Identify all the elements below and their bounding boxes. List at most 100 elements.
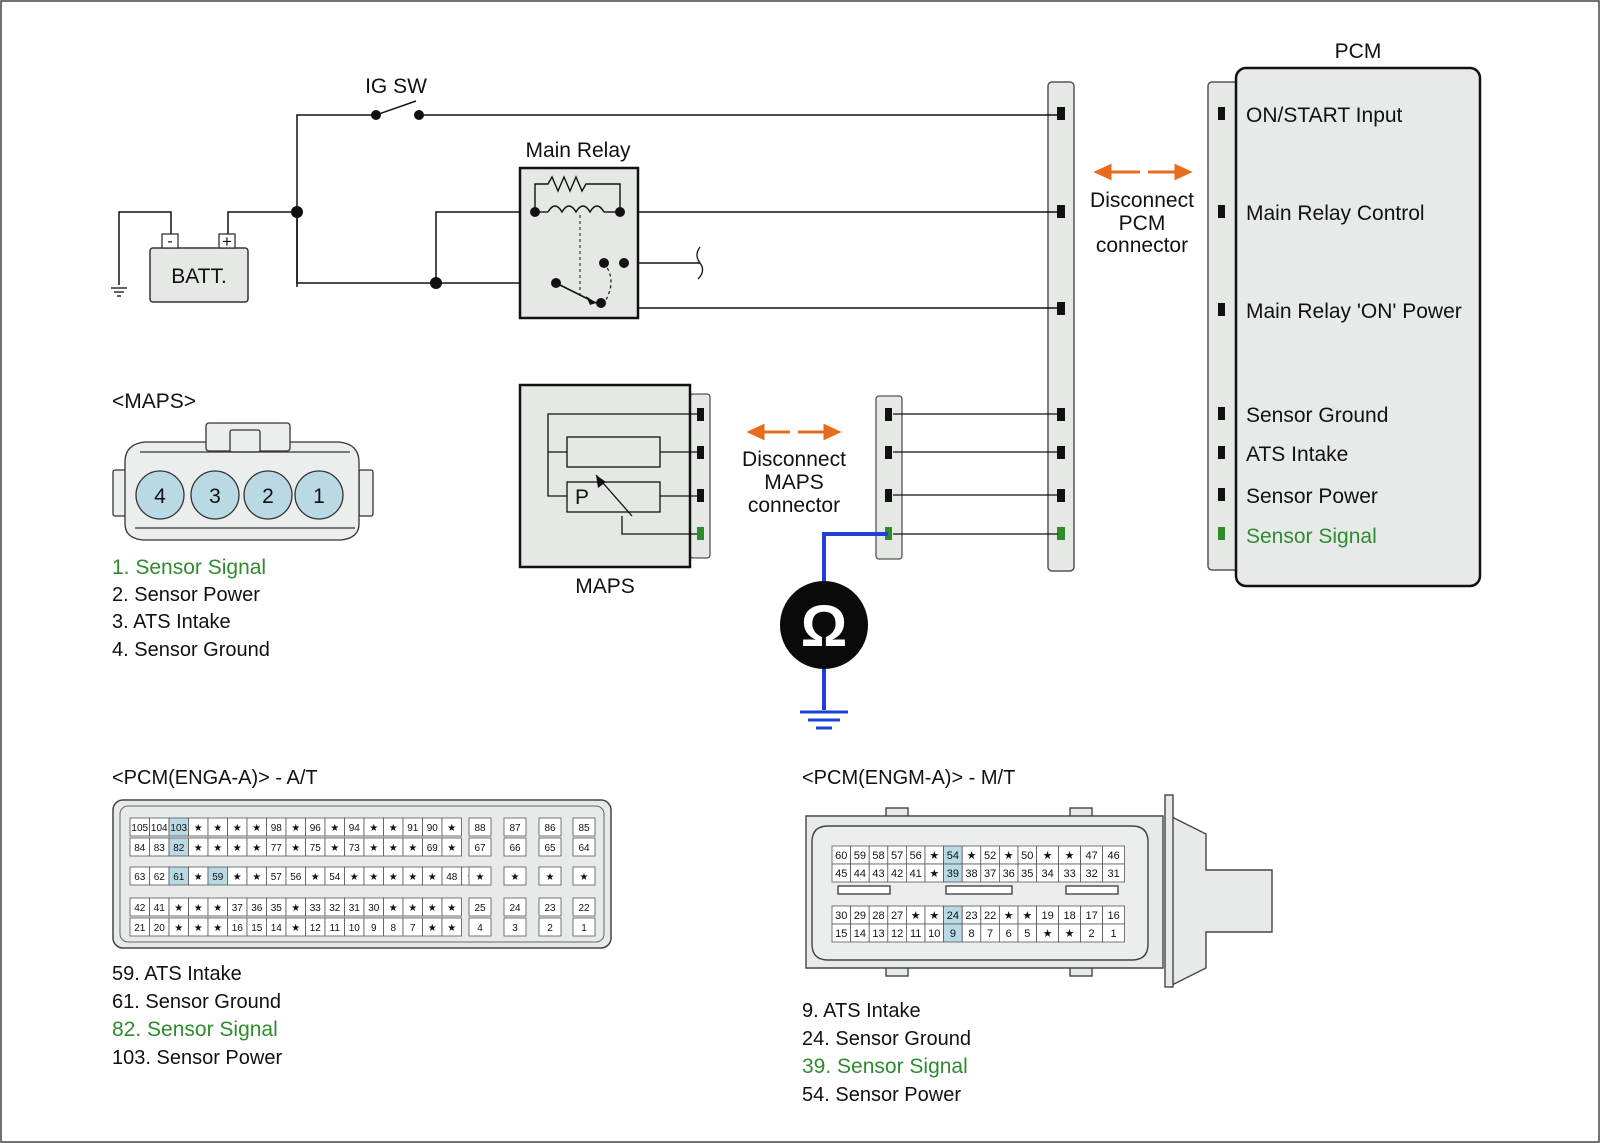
- junction-dot: [430, 277, 442, 289]
- connector-pin-number: 59: [212, 872, 224, 883]
- maps-harness-pin: [885, 408, 892, 421]
- connector-pin-number: 29: [854, 910, 866, 922]
- maps-sensor-label: MAPS: [575, 575, 635, 598]
- connector-pin-number: ★: [408, 903, 417, 914]
- connector-pin-number: 20: [154, 923, 166, 934]
- battery-label: BATT.: [171, 265, 227, 288]
- connector-pin-number: 24: [509, 903, 521, 914]
- connector-pin-number: ★: [252, 843, 261, 854]
- connector-pin-number: ★: [194, 872, 203, 883]
- connector-pin: [503, 837, 527, 857]
- connector-pin-number: 18: [1063, 910, 1075, 922]
- pcm-pin-label-signal: Sensor Signal: [1246, 525, 1377, 548]
- main-relay-housing: [518, 166, 640, 320]
- maps-pin: [697, 408, 704, 421]
- connector-pin-number: ★: [967, 850, 977, 862]
- connector-pin-number: 22: [578, 903, 590, 914]
- connector-pin-number: ★: [911, 910, 921, 922]
- maps-harness-pin-signal: [885, 527, 892, 540]
- connector-pin-number: ★: [428, 923, 437, 934]
- connector-pin-number: ★: [389, 843, 398, 854]
- wire-batt-relay: [296, 212, 556, 284]
- maps-sensor-circuit: [547, 413, 697, 535]
- connector-pin: [503, 866, 527, 886]
- connector-pin-number: ★: [213, 903, 222, 914]
- harness-pin-signal: [1057, 527, 1065, 540]
- connector-pin-number: ★: [291, 923, 300, 934]
- connector-pin-number: 67: [474, 843, 486, 854]
- disconnect-pcm-line2: PCM: [1119, 212, 1166, 235]
- connector-pin-number: 41: [910, 868, 922, 880]
- connector-pin: [441, 837, 462, 857]
- junction-dot: [291, 206, 303, 218]
- connector-pin-number: 61: [173, 872, 185, 883]
- pcm-title: PCM: [1335, 40, 1382, 63]
- legend-item: 9. ATS Intake: [802, 1000, 921, 1022]
- connector-pin: [468, 897, 492, 917]
- connector-pin-number: 9: [371, 923, 377, 934]
- connector-pin-number: 31: [349, 903, 361, 914]
- connector-pin-number: 87: [509, 823, 521, 834]
- connector-pin-number: 4: [477, 923, 483, 934]
- relay-terminal: [596, 298, 606, 308]
- connector-pin-number: 9: [950, 928, 956, 940]
- connector-pin-number: 37: [984, 868, 996, 880]
- connector-pin-number: ★: [447, 903, 456, 914]
- connector-pin: [538, 837, 562, 857]
- ground-symbol-batt: [111, 287, 127, 297]
- connector-pin-number: 25: [474, 903, 486, 914]
- pcm-pin-marker: [1218, 488, 1225, 501]
- harness-pin: [1057, 489, 1065, 502]
- connector-pin-number: 32: [1085, 868, 1097, 880]
- connector-pin-number: 13: [872, 928, 884, 940]
- connector-pin-number: 59: [854, 850, 866, 862]
- connector-pin-number: ★: [311, 872, 320, 883]
- connector-pin-number: 90: [427, 823, 439, 834]
- relay-terminal: [599, 258, 609, 268]
- disconnect-maps-note: Disconnect MAPS connector: [742, 423, 846, 517]
- connector-pin-number: 42: [134, 903, 146, 914]
- connector-pin-number: 33: [1063, 868, 1075, 880]
- connector-pin-number: ★: [194, 843, 203, 854]
- connector-pin-number: ★: [350, 872, 359, 883]
- disconnect-pcm-line1: Disconnect: [1090, 189, 1194, 212]
- battery-plus-sign: +: [222, 232, 232, 251]
- connector-pin-number: 2: [1089, 928, 1095, 940]
- connector-pin-number: 16: [1107, 910, 1119, 922]
- maps-connector-title: <MAPS>: [112, 390, 196, 413]
- battery-body: [149, 247, 249, 303]
- connector-pin-number: ★: [447, 823, 456, 834]
- connector-pin: [468, 837, 492, 857]
- connector-pin: [1102, 863, 1125, 883]
- connector-pin: [441, 917, 462, 937]
- connector-pin-number: 8: [390, 923, 396, 934]
- connector-pin-number: 21: [134, 923, 146, 934]
- pcm-pin-label: Sensor Ground: [1246, 404, 1388, 427]
- connector-pin-number: 96: [310, 823, 322, 834]
- connector-pin-number: ★: [174, 923, 183, 934]
- main-relay-label: Main Relay: [525, 139, 631, 162]
- pcm-pin-label: Main Relay Control: [1246, 202, 1425, 225]
- connector-pin: [572, 817, 596, 837]
- harness-pin: [1057, 446, 1065, 459]
- connector-pin-number: 63: [134, 872, 146, 883]
- disconnect-pcm-note: Disconnect PCM connector: [1090, 163, 1194, 257]
- connector-pin: [468, 917, 492, 937]
- battery-terminal-minus: [161, 233, 179, 249]
- connector-pin-number: 65: [544, 843, 556, 854]
- connector-pin-number: 48: [446, 872, 458, 883]
- maps-harness-pin: [885, 446, 892, 459]
- disconnect-maps-line3: connector: [748, 494, 840, 517]
- legend-item: 3. ATS Intake: [112, 611, 231, 633]
- connector-pin-number: ★: [369, 823, 378, 834]
- connector-pin-number: ★: [580, 872, 589, 883]
- connector-pin-number: 57: [891, 850, 903, 862]
- connector-pin-number: 69: [427, 843, 439, 854]
- wire-coil-feed: [435, 211, 535, 283]
- connector-pin-number: ★: [1043, 850, 1053, 862]
- relay-switch-arrow: [586, 296, 596, 305]
- connector-pin-number: 105: [131, 823, 148, 834]
- connector-pin-number: 58: [872, 850, 884, 862]
